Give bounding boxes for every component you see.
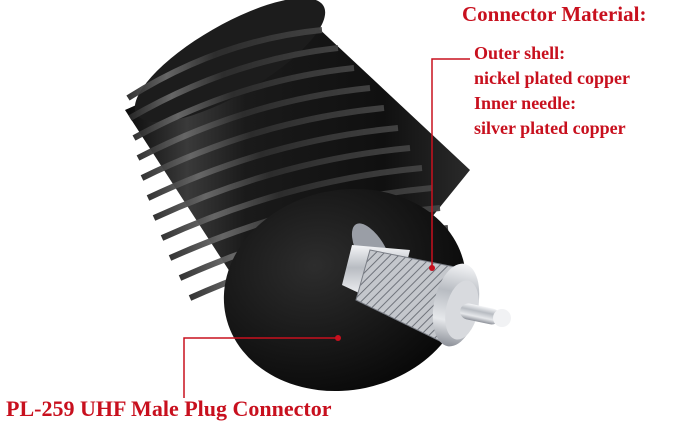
pl259-plug xyxy=(342,223,511,347)
material-heading: Connector Material: xyxy=(462,2,647,26)
inner-needle-label: Inner needle: xyxy=(474,93,577,113)
callout-dot-top xyxy=(429,265,435,271)
front-face xyxy=(223,188,467,392)
outer-shell-label: Outer shell: xyxy=(474,43,566,63)
callout-dot-bottom xyxy=(335,335,341,341)
connector-caption: PL-259 UHF Male Plug Connector xyxy=(6,396,332,421)
outer-shell-value: nickel plated copper xyxy=(474,68,630,88)
callout-lines xyxy=(183,58,470,398)
inner-needle-value: silver plated copper xyxy=(474,118,626,138)
